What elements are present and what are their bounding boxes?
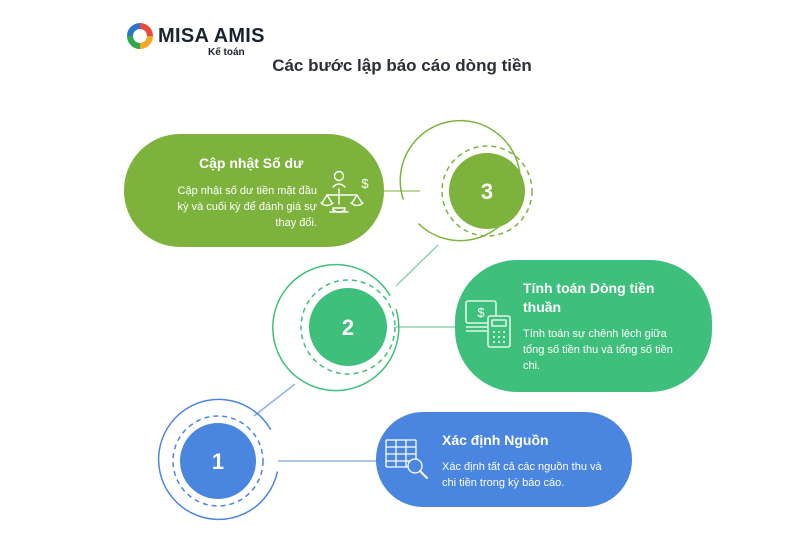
logo-subtitle: Kế toán <box>208 47 245 58</box>
money-calculator-icon: $ <box>465 300 511 348</box>
step-1-circle: 1 <box>157 398 279 521</box>
page-title: Các bước lập báo cáo dòng tiền <box>272 56 532 75</box>
misa-amis-logo: MISA AMIS Kế toán <box>128 24 264 58</box>
step-2-card <box>455 260 712 392</box>
step-1-description: Xác định tất cả các nguồn thu và chi tiề… <box>442 461 602 489</box>
spreadsheet-search-icon <box>385 439 428 479</box>
step-2-number: 2 <box>342 315 354 340</box>
step-2-circle: 2 <box>272 263 400 392</box>
svg-text:$: $ <box>361 176 369 191</box>
connector-2-to-3 <box>395 244 439 287</box>
step-2-description: Tính toán sự chênh lệch giữa tổng số tiề… <box>523 328 673 372</box>
step-1-title: Xác định Nguồn <box>442 432 549 448</box>
logo-name: MISA AMIS <box>158 25 265 47</box>
connector-lines <box>253 190 458 462</box>
misa-logo-mark <box>127 23 153 49</box>
step-2-title: Tính toán Dòng tiền thuần <box>523 280 655 315</box>
person-balance-icon: $ <box>320 170 369 213</box>
step-3-circle: 3 <box>399 119 533 242</box>
step-3-title: Cập nhật Số dư <box>199 155 304 171</box>
svg-text:$: $ <box>477 305 485 320</box>
step-3-number: 3 <box>481 179 493 204</box>
step-3-description: Cập nhật số dư tiền mặt đầu kỳ và cuối k… <box>177 185 317 229</box>
step-1-card <box>376 412 632 507</box>
connector-1-to-2 <box>253 383 296 417</box>
step-1-number: 1 <box>212 449 224 474</box>
step-3-card <box>124 134 384 247</box>
